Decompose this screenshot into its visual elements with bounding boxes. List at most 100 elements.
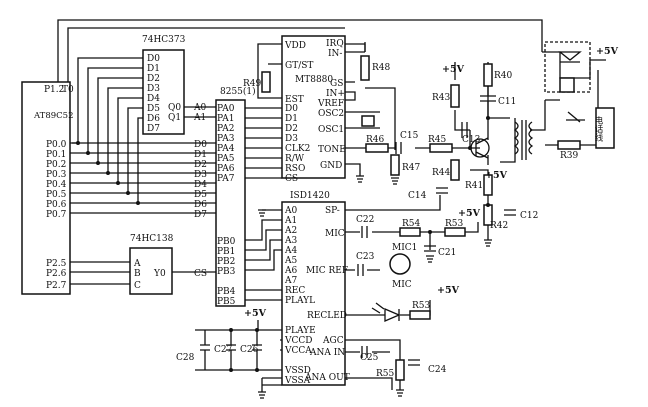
mcu-p12-label: P1.2: [44, 85, 64, 95]
voice-a7: A7: [284, 276, 297, 286]
vcc-c21: +5V: [458, 208, 481, 219]
voice-isd1420: ISD1420 A0 A1 A2 A3 A4 A5 A6 A7 REC PLAY…: [281, 191, 350, 386]
ppi-pb3: PB3: [217, 267, 236, 277]
ppi-pb1: PB1: [217, 247, 235, 257]
dtmf-rso: RSO: [285, 164, 305, 174]
power-labels: +5V +5V +5V +5V +5V +5V: [244, 46, 619, 319]
mcu-p06: P0.6: [46, 200, 67, 210]
mcu-t0-label: T0: [62, 85, 74, 95]
crystal: [361, 115, 375, 127]
dtmf-rw: R/W: [285, 154, 305, 164]
voice-recled: RECLED: [307, 311, 347, 321]
mcu-p04: P0.4: [46, 180, 67, 190]
dtmf-d2: D2: [285, 124, 298, 134]
latch-d1: D1: [147, 64, 160, 74]
decoder-name: 74HC138: [130, 234, 174, 244]
r48-body: [360, 55, 370, 81]
latch-q0: Q0: [168, 103, 181, 113]
c15-label: C15: [400, 131, 419, 141]
ppi-cs: CS: [194, 269, 207, 279]
mcu-p26: P2.6: [46, 269, 67, 279]
r49-label: R49: [243, 79, 262, 89]
dtmf-gs: GS: [330, 79, 343, 89]
mcu-p02: P0.2: [46, 160, 66, 170]
mcu-p07: P0.7: [46, 210, 67, 220]
r54-label: R54: [402, 219, 421, 229]
ppi-d0: D0: [194, 140, 207, 150]
r41-label: R41: [465, 181, 483, 191]
voice-vcca: VCCA: [284, 346, 312, 356]
c24-symbol: [408, 359, 420, 366]
relay: [544, 41, 591, 123]
ppi-name: 8255(1): [220, 86, 256, 97]
mcu-p00: P0.0: [46, 140, 67, 150]
r40-label: R40: [494, 71, 513, 81]
transformer: [513, 120, 534, 160]
dtmf-vref: VREF: [317, 99, 344, 109]
ppi-pb0: PB0: [217, 237, 236, 247]
voice-a2: A2: [284, 226, 297, 236]
dtmf-d0: D0: [285, 104, 298, 114]
c11-symbol: [480, 86, 496, 118]
r53b-label: R53: [412, 301, 431, 311]
c28-symbol: [200, 330, 210, 370]
voice-vssa: VSSA: [284, 376, 311, 386]
r45-body: [429, 143, 453, 153]
dtmf-cs: CS: [285, 174, 298, 184]
ppi-pb5: PB5: [217, 297, 236, 307]
r41-body: [483, 174, 493, 196]
c21-symbol: [424, 245, 436, 252]
decoder-74hc138: 74HC138 A B C Y0: [129, 234, 174, 295]
voice-agc: AGC: [322, 336, 344, 346]
mic-label: MIC: [392, 280, 412, 290]
r49-body: [261, 71, 271, 93]
voice-a3: A3: [284, 236, 297, 246]
r45-label: R45: [428, 135, 447, 145]
mcu-at89c52: P1.2 T0 AT89C52 P0.0 P0.1 P0.2 P0.3 P0.4…: [21, 81, 74, 295]
ppi-a1: A1: [193, 113, 206, 123]
dtmf-in-minus: IN-: [328, 49, 342, 59]
junction-dots: [76, 116, 490, 372]
r55-body: [395, 359, 405, 381]
c23-label: C23: [356, 252, 375, 262]
vcc-r43: +5V: [442, 64, 465, 75]
ppi-pa5: PA5: [217, 154, 235, 164]
latch-d4: D4: [147, 94, 160, 104]
voice-playe: PLAYE: [285, 326, 316, 336]
mcu-p03: P0.3: [46, 170, 67, 180]
r44-label: R44: [432, 168, 451, 178]
c22-symbol: [361, 226, 368, 238]
r47-body: [390, 154, 400, 176]
c15-symbol: [395, 142, 402, 154]
vcc-recled: +5V: [437, 285, 460, 296]
ppi-d3: D3: [194, 170, 207, 180]
ppi-d7: D7: [194, 210, 207, 220]
mcu-name: AT89C52: [33, 111, 73, 121]
decoder-c: C: [134, 281, 141, 291]
ppi-d4: D4: [194, 180, 207, 190]
r44-body: [450, 159, 460, 181]
dtmf-mt8880: VDD GT/ST MT8880 EST IRQ IN- GS IN+ VREF…: [281, 35, 346, 184]
ppi-d1: D1: [194, 150, 207, 160]
r43-body: [450, 84, 460, 108]
voice-ana-out: ANA OUT: [304, 373, 350, 383]
c27-label: C27: [214, 345, 233, 355]
ppi-pb4: PB4: [217, 287, 236, 297]
r46-label: R46: [366, 135, 385, 145]
voice-name: ISD1420: [290, 191, 330, 201]
c26-label: C26: [240, 345, 259, 355]
capacitors: C11 C15 C13 C14 C22 C21 C23 C12 C28 C27 …: [176, 86, 538, 375]
latch-d6: D6: [147, 114, 160, 124]
c23-symbol: [357, 264, 364, 276]
dtmf-osc1: OSC1: [318, 125, 344, 135]
ppi-pb2: PB2: [217, 257, 235, 267]
r47-label: R47: [402, 163, 421, 173]
r55-label: R55: [376, 369, 395, 379]
resistors: R49 R48 R40 R43 R46 R47 R45 R44 R41 R42 …: [243, 55, 581, 381]
mcu-p25: P2.5: [46, 259, 67, 269]
dtmf-est: EST: [285, 95, 304, 105]
mcu-p05: P0.5: [46, 190, 67, 200]
latch-74hc373: 74HC373 D0 D1 D2 D3 D4 D5 D6 D7 Q0 Q1: [142, 35, 186, 135]
voice-vccd: VCCD: [284, 336, 313, 346]
decoder-b: B: [134, 269, 141, 279]
